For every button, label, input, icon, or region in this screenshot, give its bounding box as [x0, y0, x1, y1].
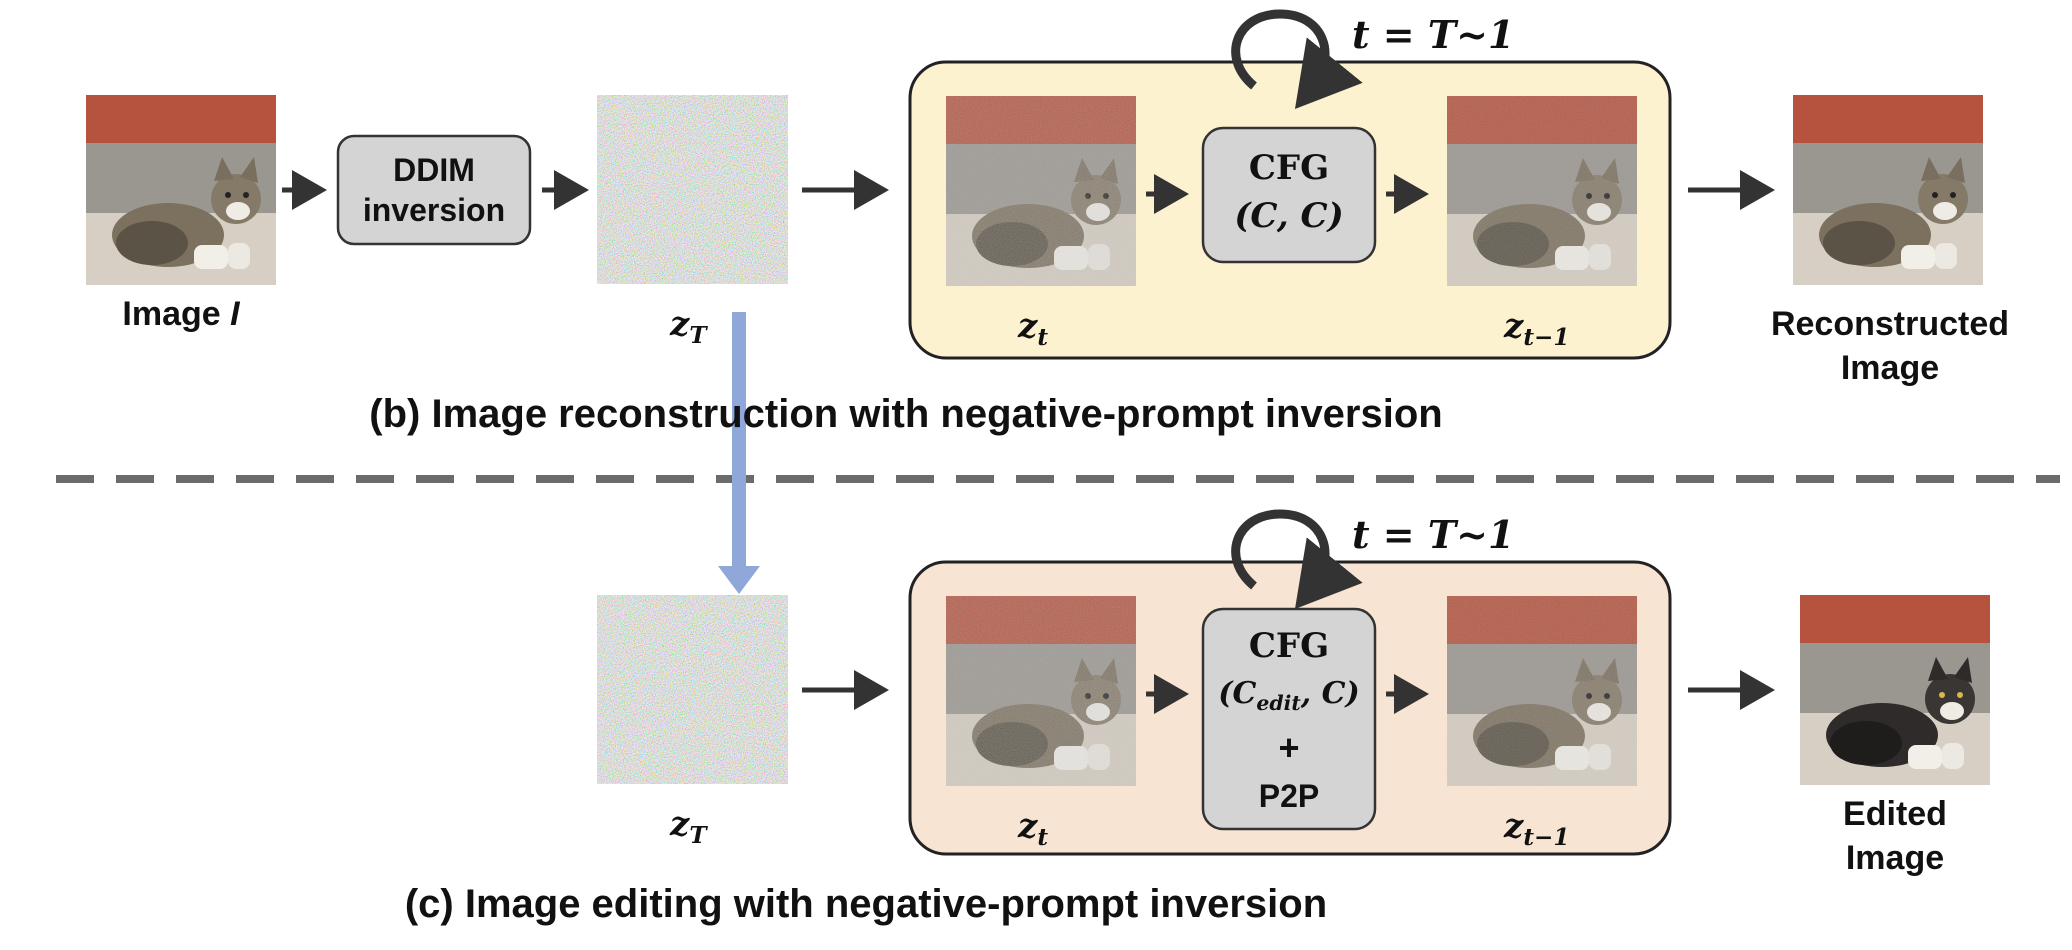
zT-sub: T	[689, 322, 707, 350]
cfg-b-args-line: (C, C)	[1203, 192, 1375, 240]
zt-base: z	[1018, 306, 1038, 346]
cfg-b-title: CFG	[1248, 148, 1330, 188]
cfg-b-args: (C, C)	[1234, 196, 1344, 236]
caption-b-text: (b) Image reconstruction with negative-p…	[369, 392, 1443, 436]
cfg-c-args: (Cedit, C)	[1203, 670, 1375, 727]
ddim-inversion-label: DDIM inversion	[338, 150, 530, 230]
caption-b: (b) Image reconstruction with negative-p…	[0, 392, 2072, 437]
edited-line1: Edited	[1843, 795, 1947, 833]
loop-label-b: t = T~1	[1352, 12, 1514, 57]
cfg-b-text: CFG (C, C)	[1203, 144, 1375, 240]
plus-sign: +	[1278, 727, 1300, 768]
edited-cat-photo	[1800, 595, 1990, 785]
zt-noisy-cat-c	[946, 596, 1136, 786]
image-i-var: I	[230, 295, 240, 333]
cfg-box-b	[1201, 126, 1377, 264]
ddim-line1: DDIM	[393, 152, 475, 188]
zT-transfer-arrowhead	[718, 566, 760, 594]
edited-image-label: Edited Image	[1745, 792, 2045, 880]
image-i-label: Image I	[86, 292, 276, 336]
loop-label-c-text: t = T~1	[1352, 512, 1515, 557]
recon-line1: Reconstructed	[1770, 305, 2010, 343]
zt-label-c: zt	[1018, 806, 1048, 851]
caption-c: (c) Image editing with negative-prompt i…	[0, 882, 2072, 927]
ztm1-label-c: zt−1	[1504, 806, 1569, 851]
ztm1-sub: t−1	[1523, 324, 1570, 352]
ztm1-label-b: zt−1	[1504, 306, 1569, 351]
ztm1-c-sub: t−1	[1523, 824, 1570, 852]
ddim-inversion-box	[336, 134, 532, 246]
zT-c-base: z	[670, 804, 690, 844]
zT-noise-image-c	[597, 595, 788, 784]
zt-label-b: zt	[1018, 306, 1048, 351]
loop-arrow-icon-c	[1231, 509, 1363, 609]
image-i-text: Image	[122, 295, 231, 333]
loop-arrow-icon-b	[1231, 9, 1363, 109]
cfg-c-arg-sub: edit	[1256, 691, 1301, 716]
zT-label-c: zT	[670, 804, 707, 849]
loop-label-b-text: t = T~1	[1352, 12, 1515, 57]
cfg-p2p-box-c	[1201, 607, 1377, 831]
ddim-line2: inversion	[362, 192, 506, 228]
reconstructed-cat-photo	[1793, 95, 1983, 285]
cfg-c-arg-base: (C	[1218, 676, 1257, 711]
edited-line2: Image	[1845, 839, 1945, 877]
cfg-c-arg-rest: , C)	[1300, 676, 1360, 711]
zT-label-b: zT	[670, 304, 707, 349]
cfg-c-text: CFG (Cedit, C)	[1203, 622, 1375, 727]
input-cat-photo	[86, 95, 276, 285]
cfg-c-lower: + P2P	[1203, 724, 1375, 820]
zt-noisy-cat-b	[946, 96, 1136, 286]
loop-label-c: t = T~1	[1352, 512, 1514, 557]
reconstructed-image-label: Reconstructed Image	[1740, 302, 2040, 390]
ztm1-base: z	[1504, 306, 1524, 346]
ztm1-noisy-cat-c	[1447, 596, 1637, 786]
zt-c-base: z	[1018, 806, 1038, 846]
zt-c-sub: t	[1037, 824, 1048, 852]
p2p-label: P2P	[1258, 778, 1320, 814]
recon-line2: Image	[1840, 349, 1940, 387]
zT-c-sub: T	[689, 822, 707, 850]
ztm1-c-base: z	[1504, 806, 1524, 846]
zT-noise-image-b	[597, 95, 788, 284]
ztm1-noisy-cat-b	[1447, 96, 1637, 286]
caption-c-text: (c) Image editing with negative-prompt i…	[404, 882, 1328, 926]
zT-transfer-shaft	[732, 312, 746, 566]
zT-base: z	[670, 304, 690, 344]
cfg-c-title: CFG	[1248, 626, 1330, 666]
zt-sub: t	[1037, 324, 1048, 352]
